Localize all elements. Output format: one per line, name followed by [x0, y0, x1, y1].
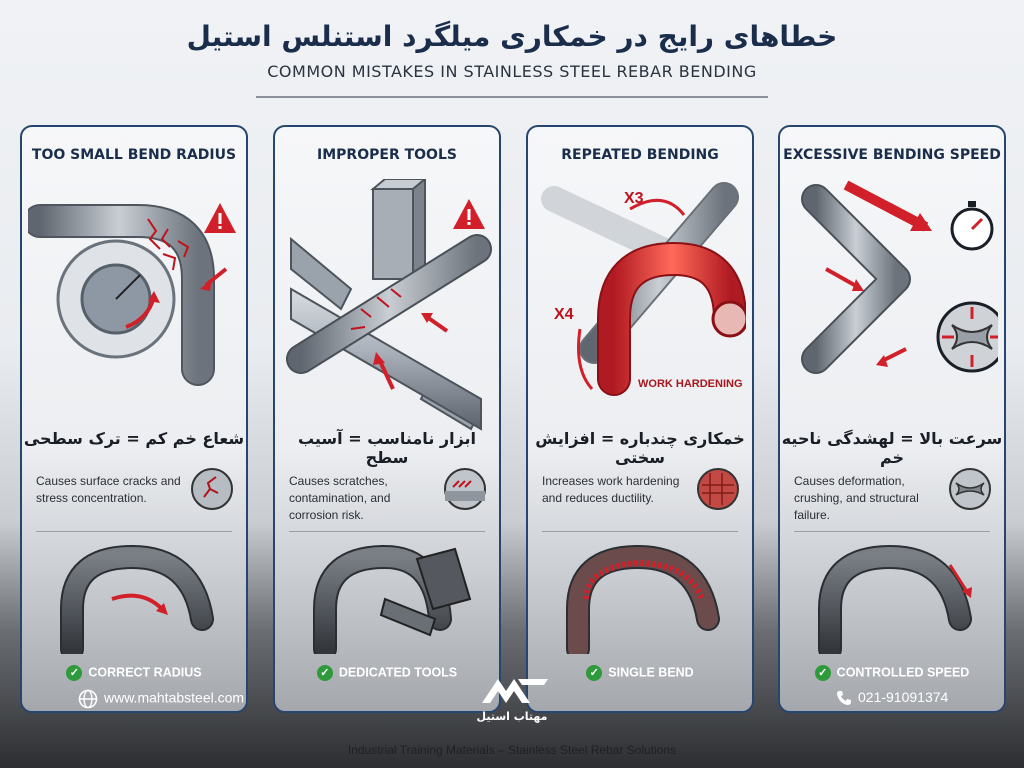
- card-description: Causes deformation, crushing, and struct…: [794, 474, 919, 522]
- single-bend-illustration: [566, 544, 720, 654]
- card-description: Increases work hardening and reduces duc…: [542, 474, 680, 505]
- card-persian-caption: خمکاری چندباره = افزایش سختی: [535, 429, 745, 467]
- card-divider: [289, 531, 485, 532]
- card-description: Causes scratches, contamination, and cor…: [289, 474, 391, 522]
- warning-icon: [204, 203, 236, 233]
- logo-text: مهتاب استیل: [476, 710, 548, 723]
- title-divider: [256, 96, 768, 98]
- card-title: TOO SMALL BEND RADIUS: [31, 147, 237, 163]
- solution-label: DEDICATED TOOLS: [338, 665, 458, 680]
- controlled-speed-illustration: [818, 544, 972, 654]
- excessive-speed-illustration: [801, 180, 998, 374]
- card-title: EXCESSIVE BENDING SPEED: [783, 147, 1001, 163]
- crack-detail-icon: [191, 468, 233, 510]
- page-title-fa: خطاهای رایج در خمکاری میلگرد استنلس استی…: [186, 20, 838, 53]
- check-icon: ✓: [66, 665, 83, 681]
- check-icon: ✓: [586, 665, 603, 681]
- hardening-detail-icon: [697, 468, 739, 510]
- x4-label: X4: [554, 306, 574, 323]
- card-title: IMPROPER TOOLS: [317, 147, 457, 163]
- card-divider: [36, 531, 232, 532]
- scratch-detail-icon: [444, 468, 486, 510]
- website-link[interactable]: www.mahtabsteel.com: [78, 689, 244, 709]
- dedicated-tools-illustration: [313, 544, 472, 654]
- solution-badge: ✓ SINGLE BEND: [528, 665, 752, 681]
- card-description: Causes surface cracks and stress concent…: [36, 474, 181, 505]
- card-persian-caption: ابزار نامناسب = آسیب سطح: [297, 429, 477, 467]
- card-repeated-bending: REPEATED BENDING X3 X4 WORK HARDENING خم…: [526, 125, 754, 713]
- correct-radius-illustration: [60, 544, 214, 654]
- stopwatch-icon: [950, 201, 994, 251]
- improper-tools-illustration: [286, 179, 492, 431]
- mahtab-logo: [482, 679, 548, 703]
- phone-link[interactable]: 021-91091374: [836, 689, 948, 706]
- card-improper-tools: IMPROPER TOOLS ابزار نامناسب = آسیب سطح …: [273, 125, 501, 713]
- phone-icon: [837, 691, 851, 706]
- card-persian-caption: سرعت بالا = لهشدگی ناحیه خم: [781, 429, 1003, 467]
- website-text: www.mahtabsteel.com: [104, 689, 245, 706]
- work-hardening-label: WORK HARDENING: [638, 378, 743, 390]
- solution-label: SINGLE BEND: [608, 665, 694, 680]
- check-icon: ✓: [814, 665, 831, 681]
- card-divider: [542, 531, 738, 532]
- page-title-en: COMMON MISTAKES IN STAINLESS STEEL REBAR…: [267, 62, 757, 81]
- x3-label: X3: [624, 190, 644, 207]
- check-icon: ✓: [316, 665, 333, 681]
- tight-bend-illustration: [28, 203, 236, 386]
- globe-icon: [78, 689, 98, 709]
- phone-text: 021-91091374: [858, 689, 949, 705]
- card-persian-caption: شعاع خم کم = ترک سطحی: [23, 429, 245, 448]
- solution-label: CORRECT RADIUS: [88, 665, 202, 680]
- card-excessive-bending-speed: EXCESSIVE BENDING SPEED سرعت بالا = لهشد…: [778, 125, 1006, 713]
- card-divider: [794, 531, 990, 532]
- solution-badge: ✓ CONTROLLED SPEED: [780, 665, 1004, 681]
- card-title: REPEATED BENDING: [561, 147, 719, 163]
- crushing-detail-icon: [949, 468, 991, 510]
- repeated-bending-illustration: X3 X4 WORK HARDENING: [541, 182, 746, 396]
- footer-caption: Industrial Training Materials – Stainles…: [347, 743, 677, 757]
- solution-badge: ✓ DEDICATED TOOLS: [275, 665, 499, 681]
- solution-label: CONTROLLED SPEED: [836, 665, 970, 680]
- warning-icon: [453, 199, 485, 229]
- solution-badge: ✓ CORRECT RADIUS: [22, 665, 246, 681]
- card-too-small-bend-radius: TOO SMALL BEND RADIUS شعاع خم کم = ترک س…: [20, 125, 248, 713]
